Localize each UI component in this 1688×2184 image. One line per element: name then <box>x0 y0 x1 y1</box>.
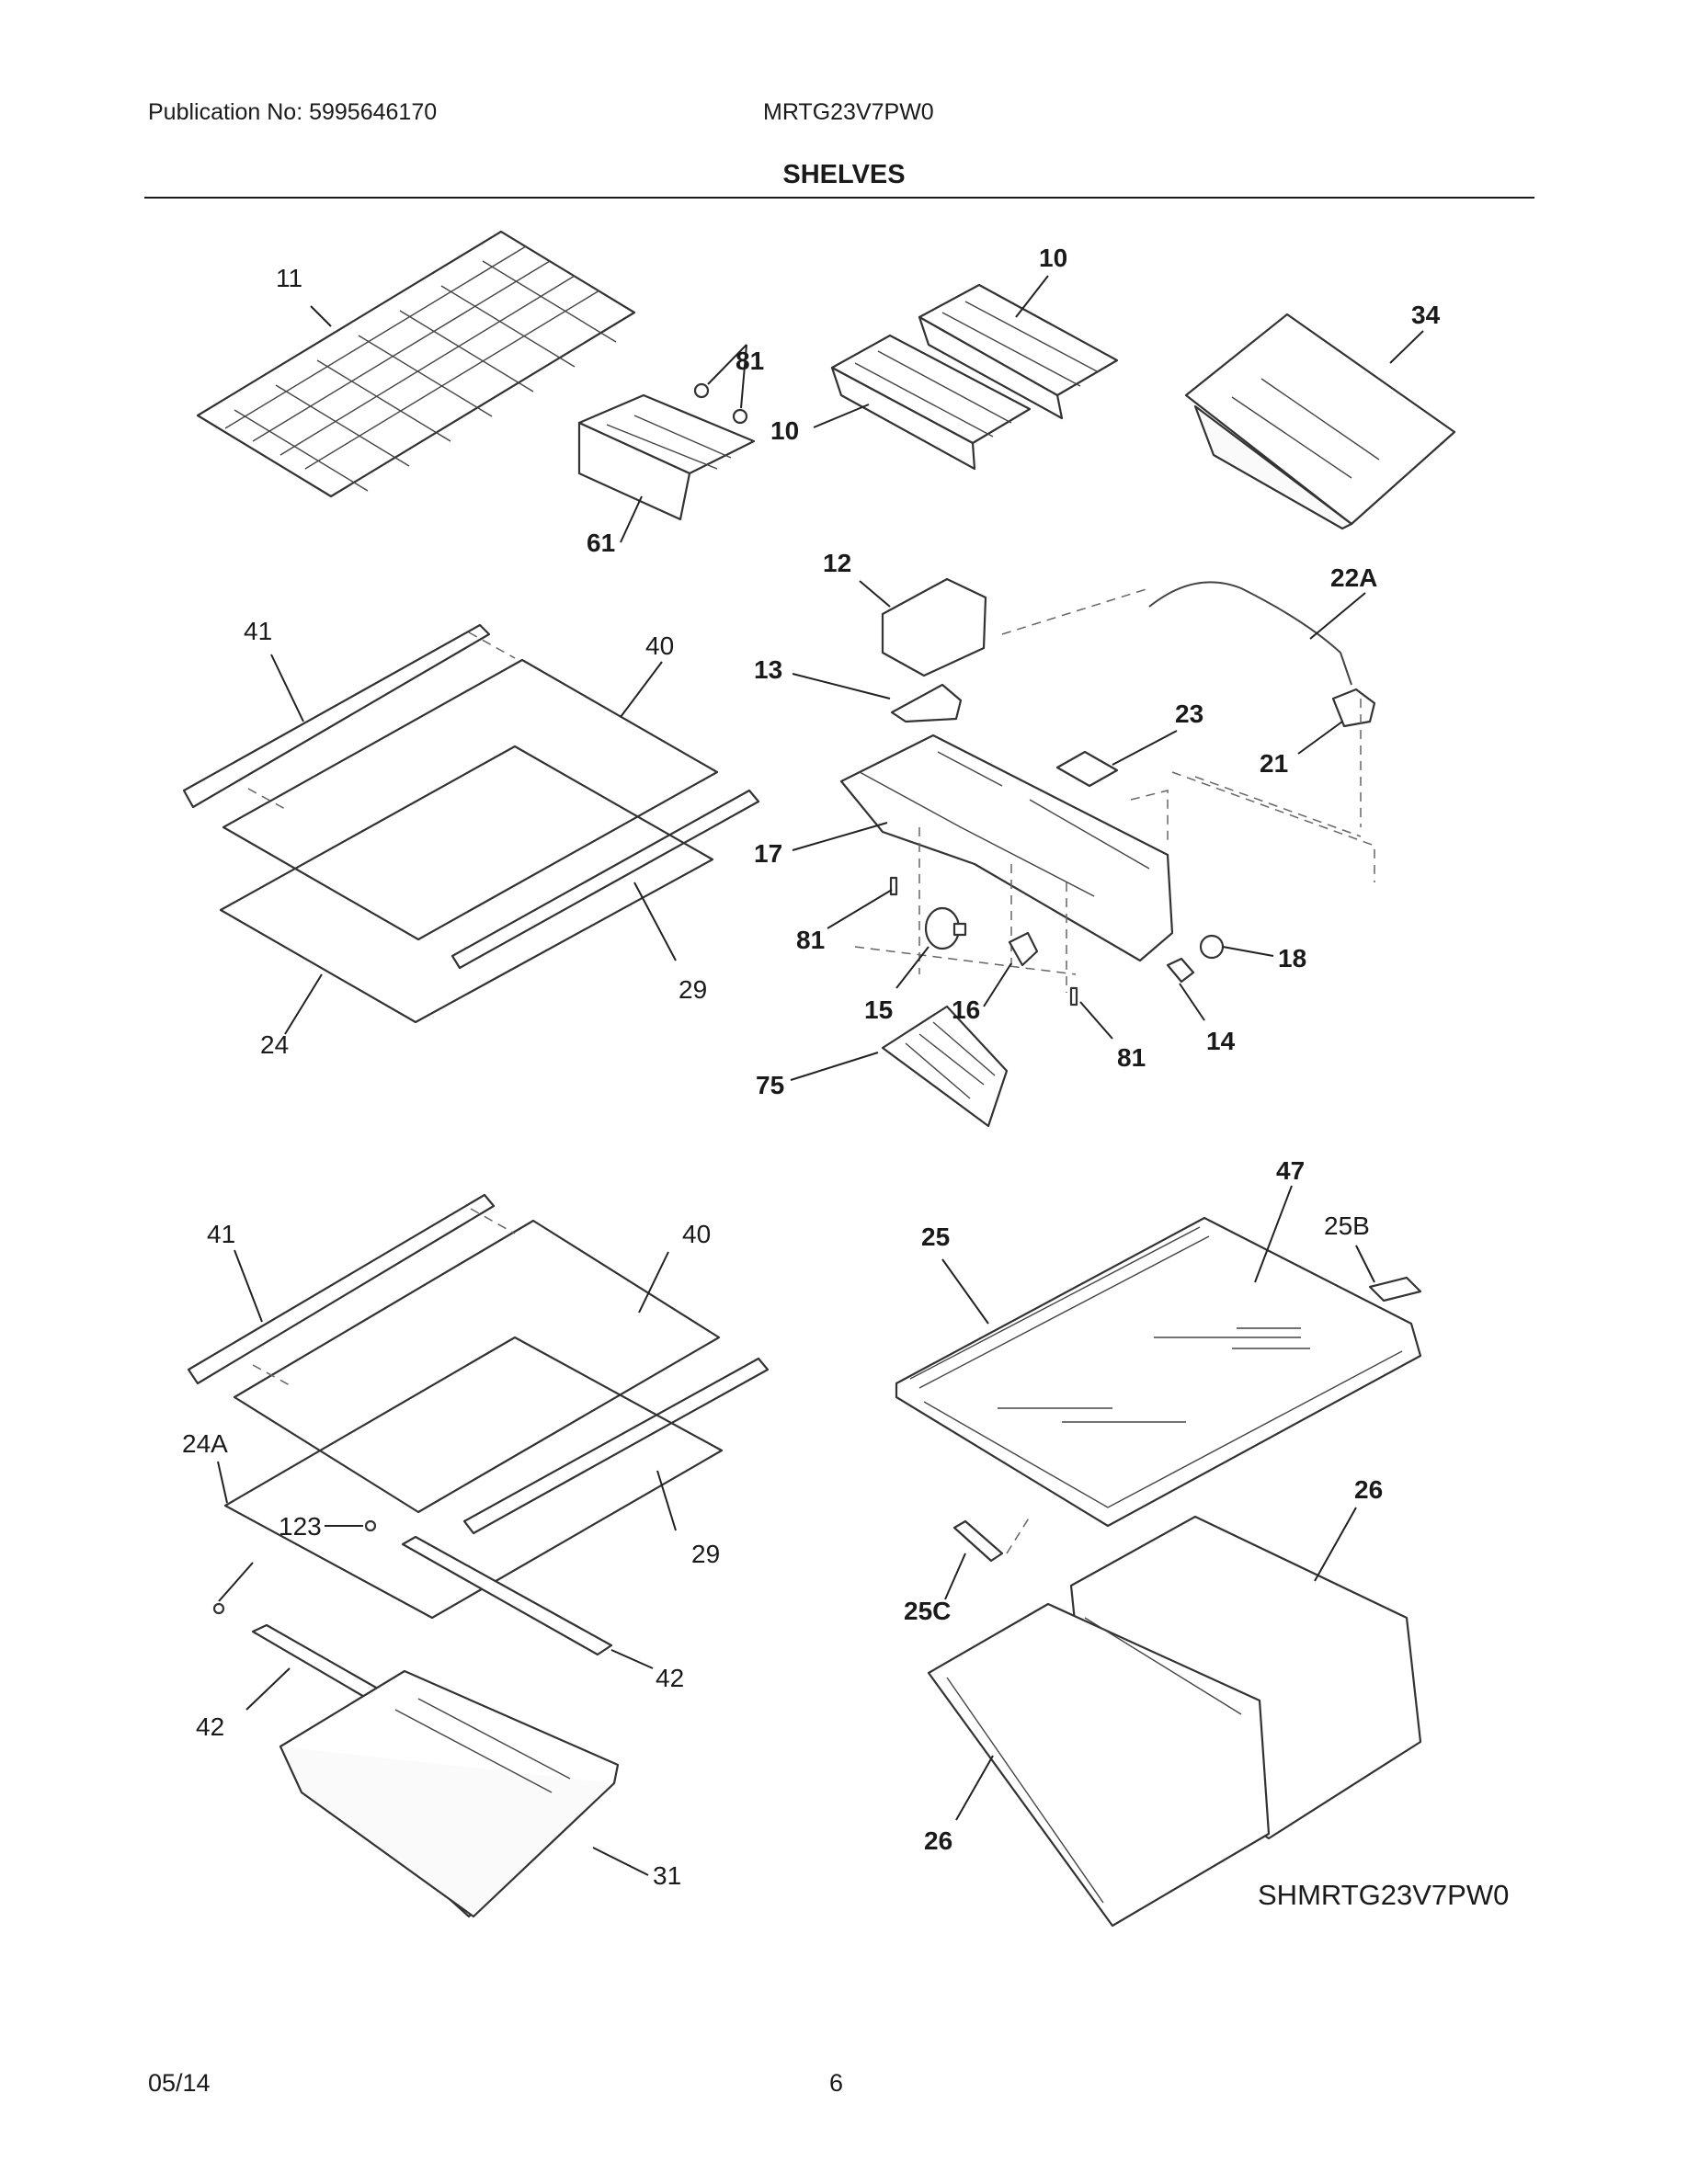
part-16-socket <box>1008 931 1039 967</box>
part-31-crisper-drawer <box>279 1669 620 1918</box>
part-12-cover <box>881 577 987 677</box>
callout-21: 21 <box>1260 749 1288 778</box>
callout-81-top: 81 <box>736 347 764 375</box>
model-number: MRTG23V7PW0 <box>763 99 934 125</box>
callout-12: 12 <box>823 549 851 577</box>
callout-25c: 25C <box>904 1597 951 1625</box>
footer-page-number: 6 <box>829 2069 844 2097</box>
callout-75: 75 <box>756 1071 784 1099</box>
callout-labels: 11 81 10 10 34 61 41 40 29 24 12 22A 13 … <box>182 244 1509 1911</box>
callout-61: 61 <box>587 529 615 557</box>
callout-17: 17 <box>754 839 782 868</box>
part-81-screws <box>693 382 748 425</box>
part-14-switch <box>1166 957 1195 984</box>
callout-42-left: 42 <box>196 1712 224 1741</box>
callout-34: 34 <box>1411 301 1441 329</box>
part-23-board <box>1055 750 1119 788</box>
part-40-glass-panel <box>222 658 719 941</box>
callout-25b: 25B <box>1324 1211 1370 1240</box>
part-11-wire-shelf <box>196 230 636 498</box>
callout-47: 47 <box>1276 1156 1305 1185</box>
publication-number: Publication No: 5995646170 <box>148 99 438 125</box>
part-10-ice-trays <box>830 283 1119 471</box>
part-123-screws <box>212 1519 377 1615</box>
part-22a-wire-harness <box>1148 581 1352 686</box>
callout-16: 16 <box>952 995 980 1024</box>
part-29-front-rail-lower <box>462 1357 770 1535</box>
part-81-screws-mid <box>889 876 1078 1007</box>
callout-40-low: 40 <box>682 1220 711 1248</box>
callout-40-mid: 40 <box>645 631 674 660</box>
callout-42-right: 42 <box>656 1664 684 1692</box>
part-25c-clip <box>952 1519 1004 1563</box>
callout-11: 11 <box>276 264 302 292</box>
part-34-bin <box>1184 313 1456 530</box>
part-41-trim-rail-lower <box>187 1193 496 1385</box>
part-25b-latch <box>1368 1276 1422 1302</box>
part-13-flap <box>890 683 963 723</box>
part-24-frame <box>219 745 714 1024</box>
header-rule <box>144 197 1534 199</box>
part-26-crisper-pans <box>927 1515 1422 1928</box>
callout-24: 24 <box>260 1030 289 1059</box>
callout-14: 14 <box>1206 1027 1236 1055</box>
part-15-bulb <box>924 906 967 950</box>
callout-22a: 22A <box>1330 563 1377 592</box>
callout-81-mid: 81 <box>796 926 825 954</box>
part-24a-frame <box>223 1336 724 1620</box>
callout-26-upper: 26 <box>1354 1475 1383 1504</box>
part-61-bracket <box>577 393 756 521</box>
section-title: SHELVES <box>782 160 906 189</box>
part-40-glass-panel-lower <box>233 1219 721 1514</box>
part-21-connector <box>1331 688 1376 728</box>
callout-13: 13 <box>754 655 782 684</box>
callout-29-low: 29 <box>691 1540 720 1568</box>
callout-41-low: 41 <box>207 1220 235 1248</box>
callout-10-lower: 10 <box>770 416 799 445</box>
part-25-crisper-cover <box>895 1216 1422 1528</box>
callout-41-mid: 41 <box>244 617 272 645</box>
part-18-knob <box>1199 934 1225 960</box>
callout-15: 15 <box>864 995 893 1024</box>
part-41-trim-rail <box>182 623 491 809</box>
callout-24a: 24A <box>182 1429 228 1458</box>
callout-31: 31 <box>653 1861 681 1890</box>
part-29-front-rail <box>451 789 760 970</box>
callout-18: 18 <box>1278 944 1306 973</box>
footer-date: 05/14 <box>148 2069 211 2097</box>
callout-23: 23 <box>1175 700 1203 728</box>
callout-25: 25 <box>921 1223 950 1251</box>
callout-10-upper: 10 <box>1039 244 1067 272</box>
callout-29-mid: 29 <box>679 975 707 1004</box>
callout-123: 123 <box>279 1512 322 1541</box>
part-17-housing <box>839 734 1174 962</box>
callout-81-low: 81 <box>1117 1043 1146 1072</box>
callout-26-lower: 26 <box>924 1826 952 1855</box>
part-75-grille <box>881 1005 1009 1128</box>
part-47-glass-insert <box>998 1327 1310 1423</box>
drawing-id: SHMRTG23V7PW0 <box>1258 1879 1509 1911</box>
